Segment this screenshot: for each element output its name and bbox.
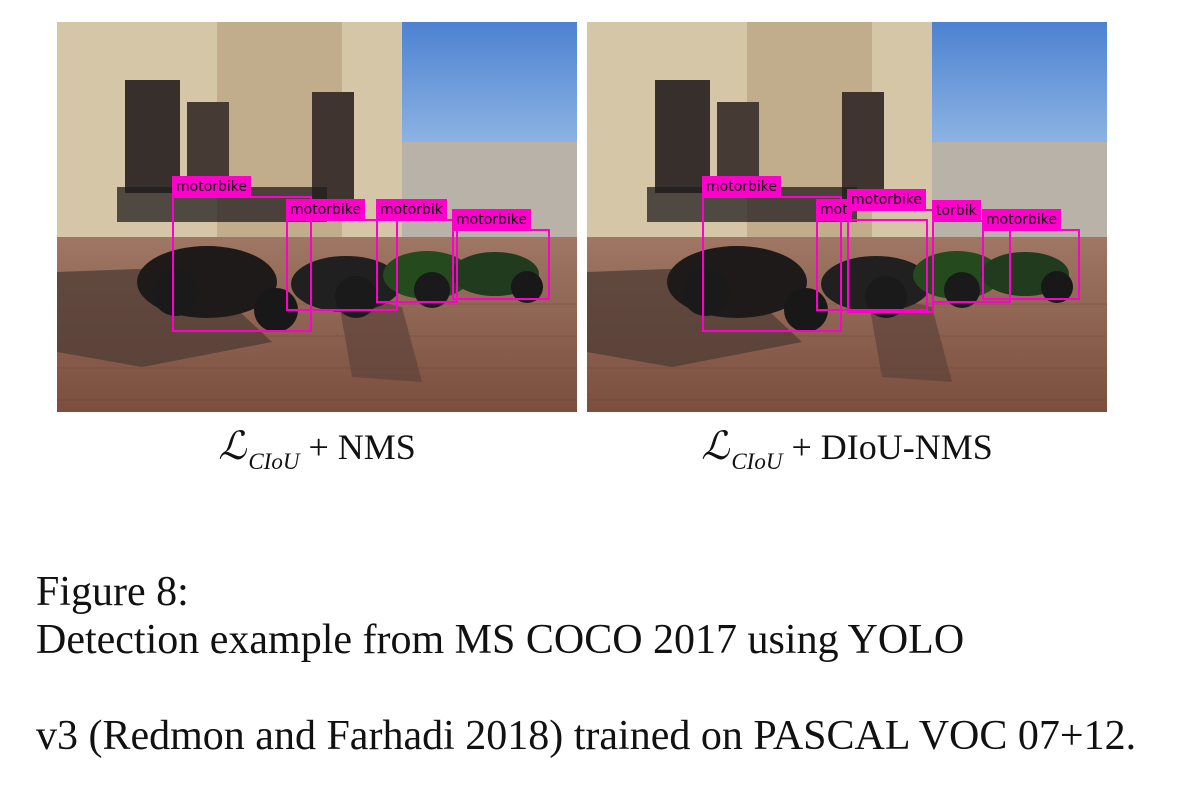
bounding-box: mot [816, 199, 928, 311]
detection-label: motorbike [172, 176, 252, 198]
detection-image-right: motorbike mot motorbike torbik motorbike [587, 22, 1107, 412]
method-suffix: + DIoU-NMS [791, 427, 993, 467]
bounding-box: motorbike [172, 176, 312, 332]
method-suffix: + NMS [308, 427, 416, 467]
detection-label: motorbike [286, 199, 366, 221]
bounding-box: motorbike [702, 176, 842, 332]
caption-text-1: Detection example from MS COCO 2017 usin… [36, 617, 965, 663]
detection-label: motorbik [376, 199, 447, 221]
detection-label: mot [816, 199, 852, 221]
loss-symbol: ℒ [218, 425, 247, 468]
caption-line-2: v3 (Redmon and Farhadi 2018) trained on … [36, 713, 1137, 759]
detection-image-left: motorbike motorbike motorbik motorbike [57, 22, 577, 412]
bounding-box: motorbike [847, 189, 934, 313]
loss-subscript: CIoU [248, 449, 300, 474]
subfigure-caption-right: ℒCIoU + DIoU-NMS [587, 424, 1107, 474]
caption-line-1: Figure 8: Detection example from MS COCO… [36, 520, 1156, 664]
subfigure-caption-left: ℒCIoU + NMS [57, 424, 577, 474]
detection-label: motorbike [982, 209, 1062, 231]
bounding-box: motorbike [982, 209, 1080, 300]
detection-label: motorbike [702, 176, 782, 198]
bounding-box: torbik [932, 200, 1011, 303]
bounding-box: motorbike [452, 209, 550, 300]
loss-symbol: ℒ [701, 425, 730, 468]
bounding-box: motorbik [376, 199, 458, 303]
bounding-box: motorbike [286, 199, 398, 311]
detection-label: motorbike [452, 209, 532, 231]
detection-label: motorbike [847, 189, 927, 211]
figure-caption: Figure 8: Detection example from MS COCO… [36, 472, 1156, 808]
detection-label: torbik [932, 200, 981, 222]
figure-label: Figure 8: [36, 569, 189, 615]
loss-subscript: CIoU [731, 449, 783, 474]
